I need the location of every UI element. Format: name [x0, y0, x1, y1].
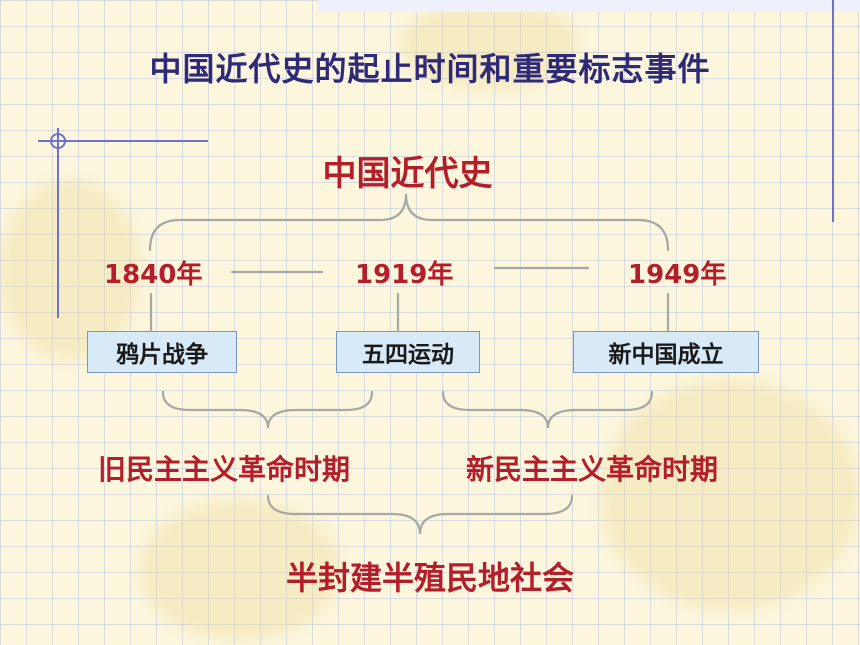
bottom-brace: [266, 494, 574, 535]
page-title: 中国近代史的起止时间和重要标志事件: [149, 50, 711, 88]
background-blob: [0, 180, 140, 360]
left-vertical-rule: [57, 128, 59, 318]
background-blob: [140, 500, 340, 640]
event-prc-founding: 新中国成立: [573, 331, 759, 373]
brace-new-democratic: [441, 390, 654, 429]
event-may-fourth: 五四运动: [336, 331, 480, 373]
right-vertical-rule: [832, 0, 834, 222]
root-label: 中国近代史: [322, 154, 493, 194]
year-1949: 1949年: [628, 260, 727, 290]
top-decoration-bar: [318, 0, 860, 12]
year-1840: 1840年: [104, 260, 203, 290]
year-1919: 1919年: [355, 260, 454, 290]
left-horizontal-rule: [38, 140, 208, 142]
event-opium-war: 鸦片战争: [87, 331, 237, 373]
period-new-democratic: 新民主主义革命时期: [466, 453, 719, 486]
period-old-democratic: 旧民主主义革命时期: [98, 453, 351, 486]
background-blob: [600, 380, 860, 610]
crosshair-circle-icon: [50, 133, 66, 149]
brace-old-democratic: [161, 390, 374, 429]
top-brace: [148, 193, 670, 252]
society-label: 半封建半殖民地社会: [285, 559, 574, 597]
background-blob: [400, 0, 580, 90]
